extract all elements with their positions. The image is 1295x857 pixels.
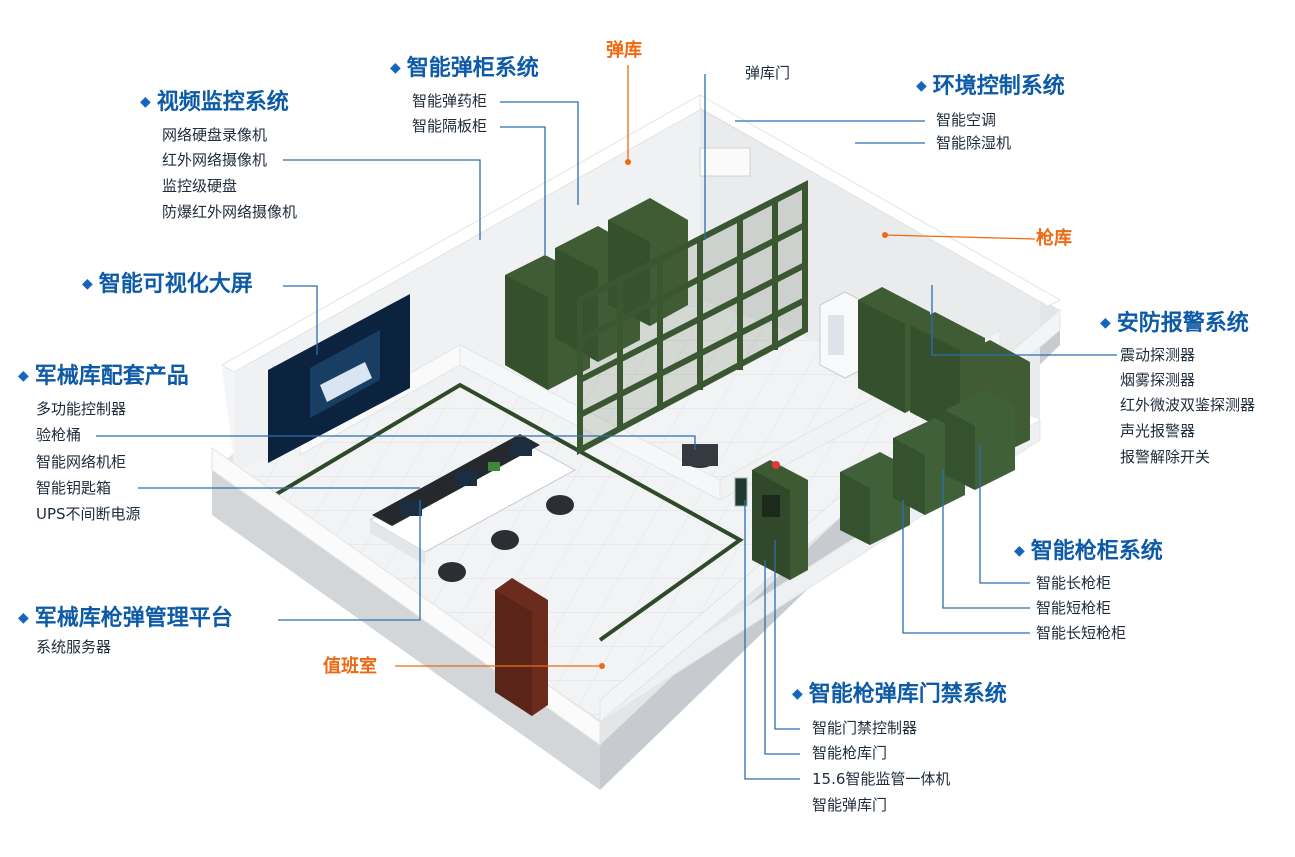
access-item: 智能门禁控制器 (812, 719, 918, 737)
ammo-cabinet-item: 智能隔板柜 (412, 117, 488, 135)
office-chairs (438, 495, 574, 582)
alarm-item: 报警解除开关 (1120, 448, 1211, 466)
duty-room-floor-line (273, 382, 744, 642)
room-pointer-lines (395, 65, 1036, 667)
video-wall-center-model (320, 362, 372, 402)
video-system-title: ◆视频监控系统 (140, 90, 289, 115)
supervision-terminal (734, 477, 748, 507)
alarm-item: 红外微波双鉴探测器 (1120, 396, 1256, 414)
diamond-bullet-icon: ◆ (18, 368, 29, 384)
ammo-cabinet-item: 智能弹药柜 (412, 92, 488, 110)
video-system-item: 网络硬盘录像机 (162, 126, 268, 144)
gun-cabinet-item: 智能长短枪柜 (1036, 624, 1127, 642)
platform-item: 系统服务器 (36, 638, 112, 656)
grille-partition (577, 180, 808, 455)
dehumidifier (819, 291, 871, 379)
room-label-duty: 值班室 (323, 656, 377, 677)
accessory-item: 智能网络机柜 (36, 453, 127, 471)
diamond-bullet-icon: ◆ (18, 610, 29, 626)
access-item: 15.6智能监管一体机 (812, 770, 951, 788)
duty-desk (368, 434, 577, 565)
room-label-ammo: 弹库 (606, 40, 642, 61)
alarm-item: 声光报警器 (1120, 422, 1196, 440)
duty-room-door (495, 578, 548, 716)
leader-lines (96, 74, 1117, 780)
screen-system-title: ◆智能可视化大屏 (82, 272, 253, 297)
diamond-bullet-icon: ◆ (916, 78, 927, 94)
alarm-system-title: ◆安防报警系统 (1100, 311, 1249, 336)
room-label-gun: 枪库 (1036, 228, 1072, 249)
gun-cabinets-front (840, 390, 1015, 545)
smart-armory-door (752, 460, 808, 580)
video-system-item: 红外网络摄像机 (162, 151, 268, 169)
diamond-bullet-icon: ◆ (82, 276, 93, 292)
ammo-cabinet-system-title: ◆智能弹柜系统 (390, 56, 539, 81)
accessory-item: 智能钥匙箱 (36, 479, 112, 497)
wall-top-right (699, 94, 1062, 307)
env-system-item: 智能除湿机 (936, 134, 1012, 152)
alarm-item: 烟雾探测器 (1120, 371, 1196, 389)
access-item: 智能弹库门 (812, 796, 888, 814)
accessory-system-title: ◆军械库配套产品 (18, 364, 189, 389)
access-system-title: ◆智能枪弹库门禁系统 (792, 682, 1007, 707)
env-system-item: 智能空调 (936, 111, 997, 129)
alarm-item: 震动探测器 (1120, 346, 1196, 364)
gun-cabinet-item: 智能短枪柜 (1036, 599, 1112, 617)
env-system-title: ◆环境控制系统 (916, 74, 1065, 99)
gun-check-bucket-body (682, 444, 718, 466)
diamond-bullet-icon: ◆ (1100, 315, 1111, 331)
accessory-item: 验枪桶 (36, 426, 82, 444)
accessory-item: UPS不间断电源 (36, 505, 141, 523)
gun-cabinet-item: 智能长枪柜 (1036, 574, 1112, 592)
access-item: 智能枪库门 (812, 744, 888, 762)
video-system-item: 防爆红外网络摄像机 (162, 203, 298, 221)
gun-cabinet-system-title: ◆智能枪柜系统 (1014, 539, 1163, 564)
air-conditioner (699, 147, 751, 177)
floor-slab-edge (212, 470, 600, 790)
video-system-item: 监控级硬盘 (162, 177, 238, 195)
accessory-item: 多功能控制器 (36, 400, 127, 418)
diamond-bullet-icon: ◆ (1014, 543, 1025, 559)
diamond-bullet-icon: ◆ (390, 60, 401, 76)
platform-system-title: ◆军械库枪弹管理平台 (18, 606, 233, 631)
ammo-door-label: 弹库门 (745, 64, 791, 82)
diamond-bullet-icon: ◆ (792, 686, 803, 702)
diamond-bullet-icon: ◆ (140, 94, 151, 110)
